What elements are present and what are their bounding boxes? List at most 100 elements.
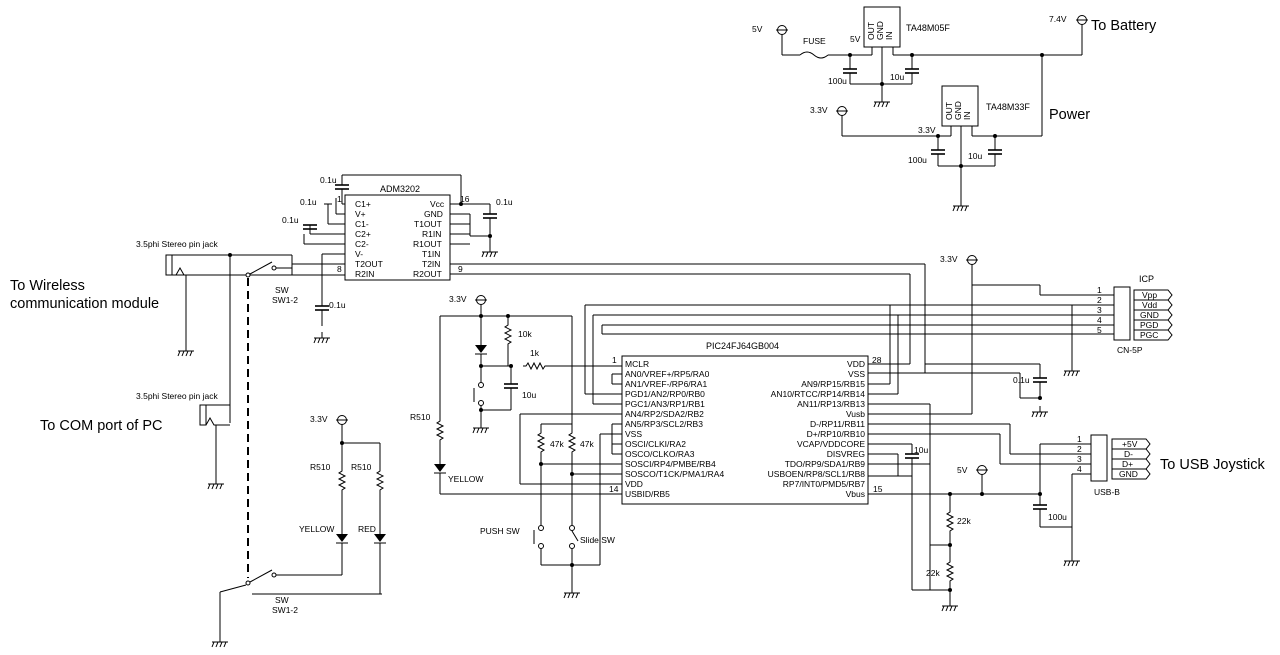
usb-connector (1090, 434, 1108, 482)
label-push-sw: PUSH SW (480, 526, 520, 536)
adm-pin-r1in: R1IN (422, 229, 441, 239)
fuse-symbol (799, 51, 829, 59)
jack2-label: 3.5phi Stereo pin jack (136, 391, 218, 401)
resistor-r510-a (338, 467, 346, 493)
reg5-pin-out: OUT (866, 22, 876, 40)
terminal-5v-usb (975, 465, 989, 483)
cap-100u-b: 100u (908, 155, 927, 165)
pic-pin-r14: Vbus (846, 489, 865, 499)
terminal-33v-icp (965, 255, 979, 273)
pic-name: PIC24FJ64GB004 (706, 341, 779, 351)
icp-num-2: 2 (1097, 295, 1102, 305)
pic-pin-l9: OSCI/CLKI/RA2 (625, 439, 686, 449)
adm-pin-t2out: T2OUT (355, 259, 383, 269)
jack-switch-section: 3.5phi Stereo pin jack To Wireless commu… (10, 239, 382, 648)
pic-pin-l2: AN0/VREF+/RP5/RA0 (625, 369, 710, 379)
resistor-47k-b (568, 429, 576, 455)
label-r510-b: R510 (351, 462, 372, 472)
label-to-battery: To Battery (1091, 18, 1157, 34)
status-leds: 3.3V R510 R510 YELLOW RED (299, 414, 386, 594)
label-battery-v: 7.4V (1049, 14, 1067, 24)
icp-pin-vpp: Vpp (1142, 290, 1157, 300)
switch-top-label-a: SW (275, 285, 289, 295)
regulator-5v (863, 6, 901, 48)
icp-pin-vdd: Vdd (1142, 300, 1157, 310)
adm-pinno-1: 1 (337, 194, 342, 204)
pic-pin-r13: RP7/INT0/PMD5/RB7 (783, 479, 865, 489)
reg33-pin-gnd: GND (953, 101, 963, 120)
adm-pinno-16: 16 (460, 194, 470, 204)
icp-pin-pgd: PGD (1140, 320, 1158, 330)
label-33v-icp: 3.3V (940, 254, 958, 264)
label-power: Power (1049, 107, 1090, 123)
label-33v-led: 3.3V (310, 414, 328, 424)
cap-01-top: 0.1u (320, 175, 337, 185)
icp-pins: 1 2 3 4 5 Vpp Vdd GND PGD PGC (1097, 285, 1173, 341)
reg5-name: TA48M05F (906, 23, 950, 33)
usb-pins: 1 2 3 4 +5V D- D+ GND (1077, 434, 1151, 480)
pic-section: PIC24FJ64GB004 MCLR AN0/VREF+/RP5/RA0 AN… (410, 294, 1108, 599)
adm-pin-c2p: C2+ (355, 229, 371, 239)
pic-pin-l12: SOSCO/T1CK/PMA1/RA4 (625, 469, 724, 479)
led-yellow-left-icon (434, 464, 446, 472)
label-33v-out: 3.3V (918, 125, 936, 135)
adm-pin-vcc: Vcc (430, 199, 445, 209)
label-r510-left: R510 (410, 412, 431, 422)
adm3202-chip (344, 194, 451, 281)
icp-num-4: 4 (1097, 315, 1102, 325)
resistor-22k-b (946, 558, 954, 584)
pic-pin-r6: Vusb (846, 409, 865, 419)
right-section: 0.1u 3.3V ICP CN-5P 1 2 3 4 5 (868, 254, 1265, 612)
reg5-pin-gnd: GND (875, 21, 885, 40)
icp-num-5: 5 (1097, 325, 1102, 335)
pic-pin-l14: USBID/RB5 (625, 489, 670, 499)
cap-01-left2: 0.1u (282, 215, 299, 225)
label-to-wireless-2: communication module (10, 296, 159, 312)
pic-pin-l3: AN1/VREF-/RP6/RA1 (625, 379, 707, 389)
label-r47k-a: 47k (550, 439, 564, 449)
cap-10u-a: 10u (890, 72, 904, 82)
label-led-yellow: YELLOW (299, 524, 334, 534)
usb-subtitle: USB-B (1094, 487, 1120, 497)
slide-switch[interactable] (571, 530, 579, 542)
cap-10u-b: 10u (968, 151, 982, 161)
adm-pin-c2m: C2- (355, 239, 369, 249)
label-fuse: FUSE (803, 36, 826, 46)
pic-pin-l7: AN5/RP3/SCL2/RB3 (625, 419, 703, 429)
label-r22k-a: 22k (957, 516, 971, 526)
usb-pin-5v: +5V (1122, 439, 1138, 449)
ground-symbol (873, 95, 891, 108)
pic-pinno-14: 14 (609, 484, 619, 494)
reg33-name: TA48M33F (986, 102, 1030, 112)
led-red-icon (374, 534, 386, 542)
label-to-wireless-1: To Wireless (10, 278, 85, 294)
usb-pin-dp: D+ (1122, 459, 1133, 469)
icp-pin-pgc: PGC (1140, 330, 1158, 340)
resistor-1k (522, 362, 548, 370)
jack1-label: 3.5phi Stereo pin jack (136, 239, 218, 249)
pic-pin-r9: VCAP/VDDCORE (797, 439, 865, 449)
adm-pin-c1p: C1+ (355, 199, 371, 209)
terminal-33v-reg (835, 106, 849, 124)
label-r510-a: R510 (310, 462, 331, 472)
usb-num-3: 3 (1077, 454, 1082, 464)
pic-pin-l13: VDD (625, 479, 643, 489)
pic-pin-r7: D-/RP11/RB11 (810, 419, 865, 429)
switch-bottom-label-b: SW1-2 (272, 605, 298, 615)
pic-pin-r12: USBOEN/RP8/SCL1/RB8 (768, 469, 866, 479)
adm-pin-gnd: GND (424, 209, 443, 219)
icp-title: ICP (1139, 274, 1154, 284)
reg33-pin-out: OUT (944, 102, 954, 120)
adm-pin-r1out: R1OUT (413, 239, 442, 249)
terminal-battery (1075, 15, 1089, 33)
pic-pin-r11: TDO/RP9/SDA1/RB9 (785, 459, 866, 469)
resistor-22k-a (946, 508, 954, 534)
label-led-red: RED (358, 524, 376, 534)
pic-pin-r1: VDD (847, 359, 865, 369)
usb-pin-gnd: GND (1119, 469, 1138, 479)
label-r22k-b: 22k (926, 568, 940, 578)
usb-pin-dm: D- (1124, 449, 1133, 459)
pic-pin-l6: AN4/RP2/SDA2/RB2 (625, 409, 704, 419)
pic-pinno-28: 28 (872, 355, 882, 365)
